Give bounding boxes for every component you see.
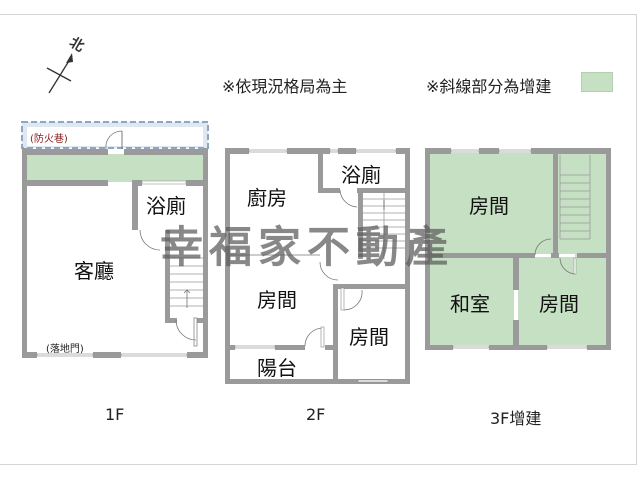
french-door-label: (落地門) bbox=[46, 344, 84, 355]
extension-legend-swatch bbox=[581, 72, 613, 92]
agency-watermark: 幸福家不動產 bbox=[160, 223, 454, 273]
room-bedroom-3f-bottom: 房間 bbox=[539, 292, 579, 316]
room-bedroom-3f-top: 房間 bbox=[469, 194, 509, 218]
floor-label-3f: 3F增建 bbox=[490, 409, 542, 428]
room-bathroom-1f: 浴廁 bbox=[146, 194, 186, 218]
room-kitchen-2f: 廚房 bbox=[247, 186, 287, 210]
floor-label-1f: 1F bbox=[105, 405, 125, 424]
layout-note: ※依現況格局為主 bbox=[222, 77, 348, 96]
floor-label-2f: 2F bbox=[306, 405, 326, 424]
north-arrow-icon bbox=[46, 53, 73, 94]
room-tatami-3f: 和室 bbox=[450, 292, 490, 316]
floor-2f-plan bbox=[225, 148, 410, 384]
fire-lane-label: (防火巷) bbox=[30, 134, 68, 145]
floor-1f-plan bbox=[21, 121, 209, 358]
extension-note: ※斜線部分為增建 bbox=[426, 77, 552, 96]
room-bathroom-2f: 浴廁 bbox=[341, 163, 381, 187]
floor-3f-plan bbox=[425, 148, 611, 350]
room-bedroom-2f-right: 房間 bbox=[349, 325, 389, 349]
room-bedroom-2f-left: 房間 bbox=[257, 288, 297, 312]
room-balcony-2f: 陽台 bbox=[257, 356, 297, 380]
room-living-room-1f: 客廳 bbox=[74, 259, 114, 283]
